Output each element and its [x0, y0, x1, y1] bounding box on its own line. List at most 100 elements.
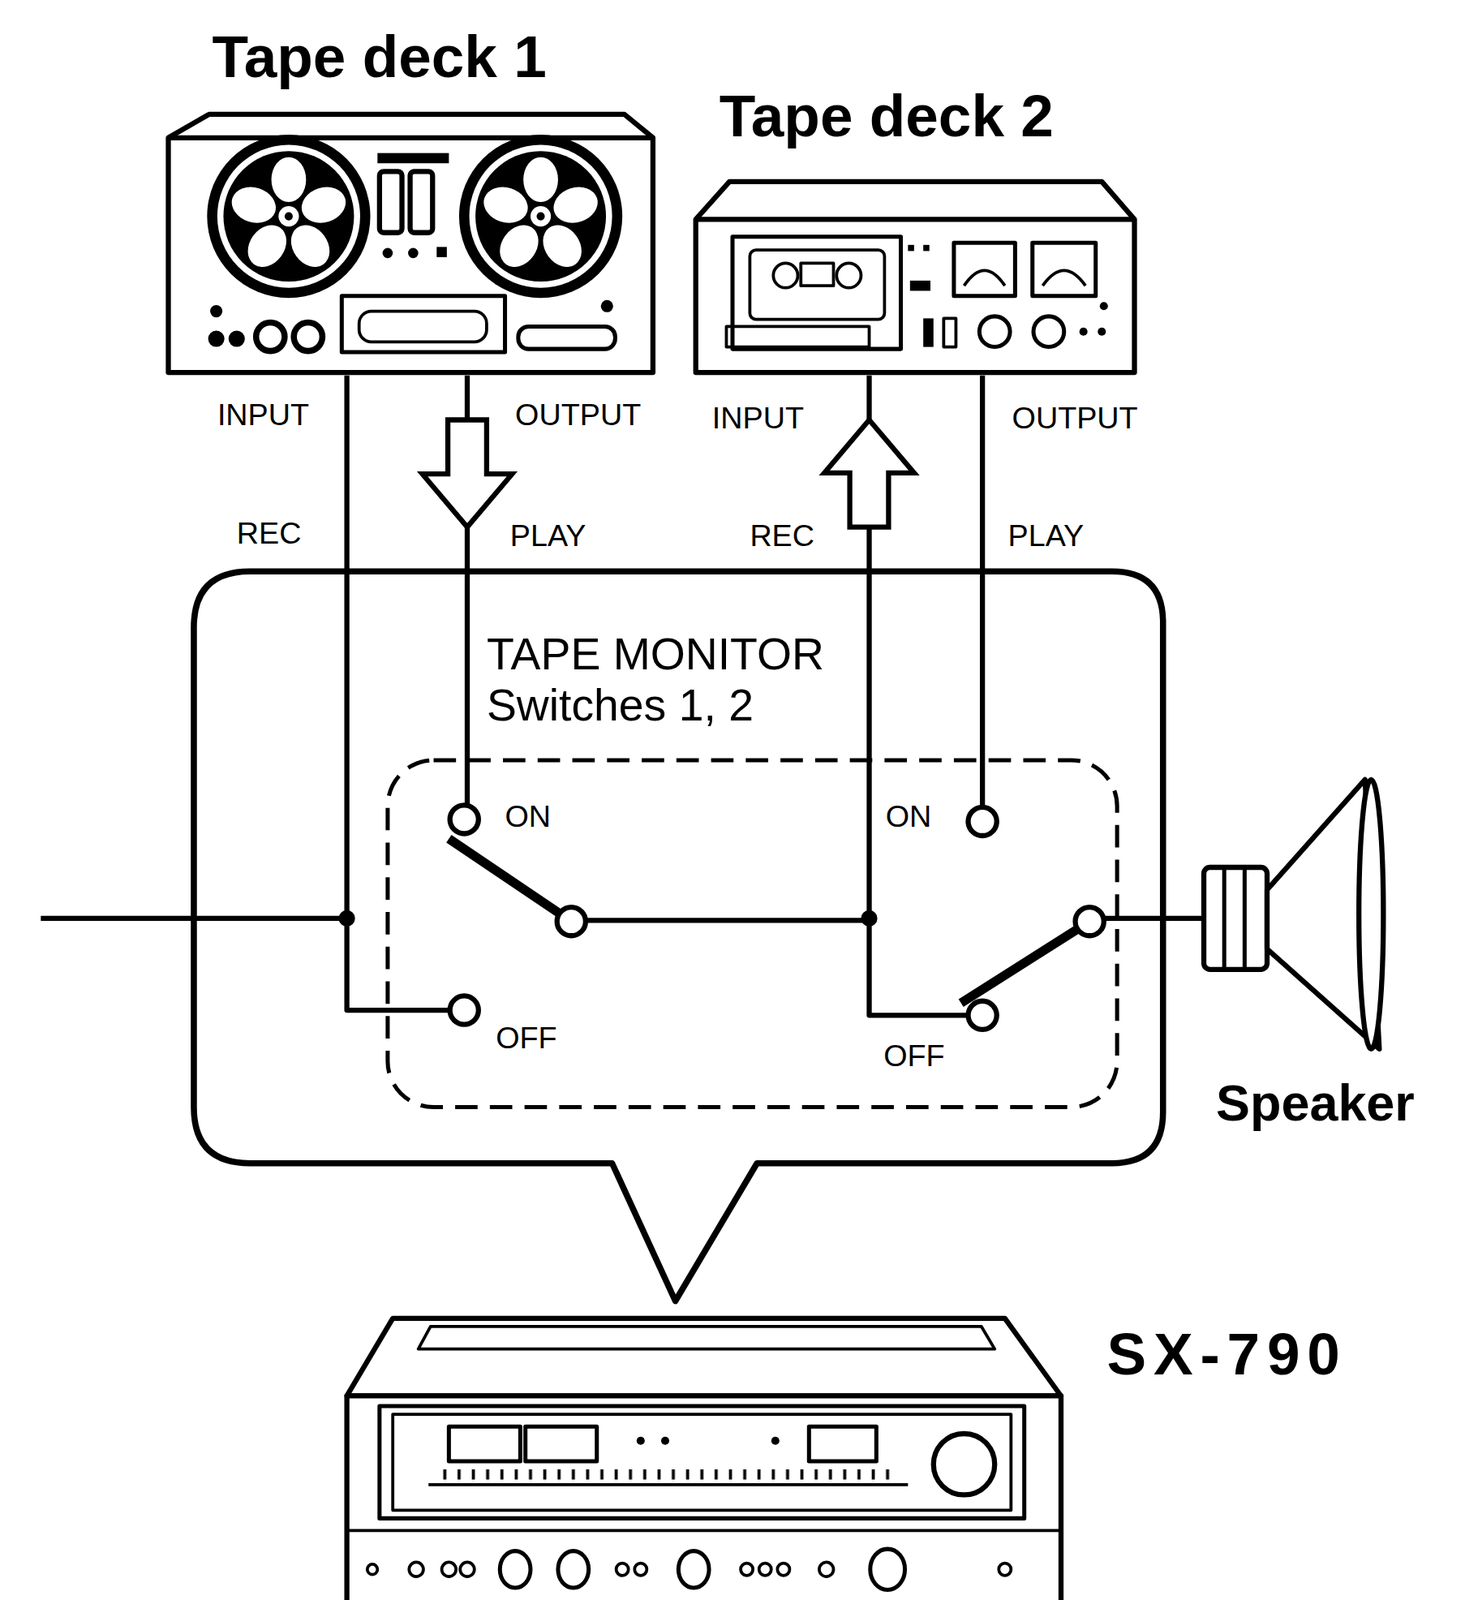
line-shape — [40, 915, 347, 921]
rect-shape — [410, 171, 434, 232]
rect-shape — [1032, 242, 1096, 296]
circle-shape — [256, 322, 285, 351]
rect-shape — [387, 760, 1118, 1108]
circle-shape — [777, 1563, 790, 1576]
circle-shape — [450, 804, 479, 834]
line-shape — [695, 216, 1135, 222]
circle-shape — [293, 322, 323, 351]
circle-shape — [968, 1001, 997, 1030]
ellipse-shape — [558, 1550, 589, 1588]
circle-shape — [773, 262, 798, 288]
rect-shape — [923, 244, 930, 252]
tape-monitor-callout: TAPE MONITOR Switches 1, 2 — [193, 571, 1164, 1163]
circle-shape — [634, 1563, 647, 1576]
signal-wire — [1163, 917, 1204, 919]
circle-shape — [442, 1561, 457, 1577]
circle-shape — [382, 248, 394, 259]
circle-shape — [1075, 906, 1105, 936]
rect-shape — [392, 1413, 1011, 1510]
circle-shape — [998, 1563, 1011, 1576]
polyline-shape — [347, 571, 451, 1010]
switch-position: ON — [505, 799, 552, 834]
jack-label: INPUT — [217, 397, 310, 433]
circle-shape — [601, 300, 614, 313]
rect-shape — [907, 244, 915, 252]
rect-shape — [910, 280, 931, 292]
circle-shape — [1099, 301, 1109, 310]
circle-shape — [616, 1563, 629, 1576]
signal-label: REC — [749, 518, 815, 554]
circle-shape — [408, 248, 419, 259]
jack-label: INPUT — [712, 400, 804, 436]
circle-shape — [339, 910, 356, 927]
rect-shape — [1203, 867, 1268, 970]
line-shape — [961, 921, 1090, 1004]
ellipse-shape — [678, 1550, 709, 1588]
rect-shape — [347, 1395, 1062, 1600]
hollow-arrowhead — [824, 420, 915, 528]
switch-position: OFF — [495, 1020, 557, 1056]
circle-shape — [450, 995, 479, 1024]
rect-shape — [379, 171, 403, 232]
path-shape — [347, 1318, 1062, 1397]
path-shape — [695, 181, 1135, 373]
circle-shape — [459, 1561, 475, 1577]
rect-shape — [749, 249, 885, 320]
line-shape — [585, 917, 870, 923]
node-title: Speaker — [1215, 1073, 1415, 1132]
rect-shape — [379, 1405, 1025, 1518]
node-title: TAPE MONITOR Switches 1, 2 — [486, 628, 895, 732]
wire-line — [1163, 915, 1204, 921]
node-title: Tape deck 1 — [212, 22, 547, 91]
line-shape — [1242, 869, 1247, 968]
use-shape — [206, 134, 370, 298]
tape-deck-2: Tape deck 2 — [691, 77, 1141, 376]
line-shape — [347, 1529, 1062, 1533]
node-title: SX-790 — [1107, 1319, 1348, 1388]
circle-shape — [408, 1561, 424, 1577]
wire-line — [343, 375, 349, 572]
circle-shape — [208, 330, 225, 347]
wire-line — [979, 375, 985, 572]
rect-shape — [808, 1426, 877, 1461]
signal-label: REC — [236, 515, 302, 551]
circle-shape — [228, 330, 245, 347]
circle-shape — [1097, 327, 1106, 336]
rect-shape — [953, 242, 1015, 296]
rect-shape — [438, 1469, 898, 1482]
switch-position: OFF — [883, 1038, 945, 1074]
circle-shape — [557, 906, 586, 936]
line-shape — [464, 571, 470, 805]
jack-label: OUTPUT — [1012, 400, 1139, 436]
hollow-arrowhead — [422, 420, 513, 528]
circle-shape — [771, 1436, 780, 1445]
circle-shape — [819, 1561, 834, 1577]
path-shape — [418, 1326, 996, 1350]
path-shape — [168, 114, 654, 373]
circle-shape — [759, 1563, 772, 1576]
circle-shape — [1079, 327, 1088, 336]
circle-shape — [740, 1563, 753, 1576]
speaker: Speaker — [1203, 767, 1459, 1145]
signal-wire — [346, 375, 348, 572]
signal-wire — [824, 375, 915, 572]
signal-wire — [982, 375, 984, 572]
rect-shape — [377, 153, 449, 164]
circle-shape — [933, 1433, 995, 1495]
polyline-shape — [869, 571, 969, 1015]
rect-shape — [800, 262, 834, 286]
jack-label: OUTPUT — [515, 397, 641, 433]
rect-shape — [525, 1426, 598, 1461]
path-shape — [1042, 270, 1086, 286]
rect-shape — [726, 326, 869, 347]
line-shape — [979, 571, 985, 808]
tape-deck-1: Tape deck 1 — [163, 18, 663, 376]
rect-shape — [436, 246, 447, 258]
use-shape — [459, 134, 623, 298]
switch-position: ON — [885, 799, 933, 834]
circle-shape — [836, 262, 861, 288]
circle-shape — [636, 1436, 645, 1445]
signal-wire — [422, 375, 513, 572]
circle-shape — [210, 305, 223, 318]
rect-shape — [448, 1426, 520, 1461]
